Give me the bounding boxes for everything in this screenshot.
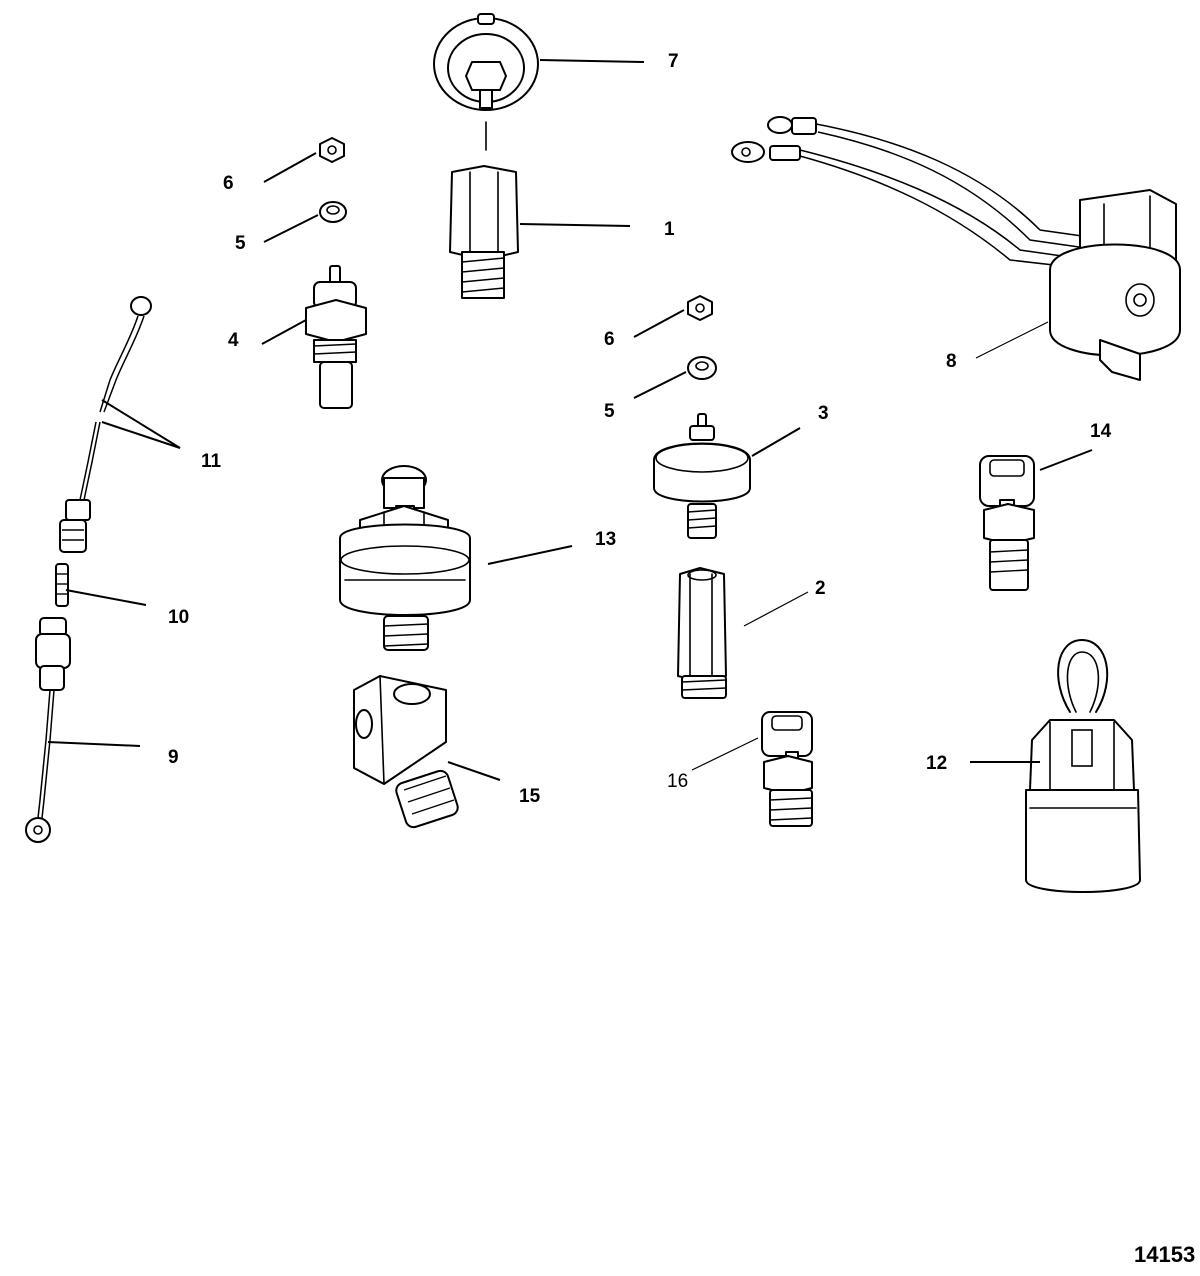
leader-13 xyxy=(487,545,573,565)
part-12-plug-connector xyxy=(1025,639,1141,893)
part-5-washer-upper xyxy=(319,201,347,223)
leader-5b xyxy=(633,371,687,399)
callout-16: 16 xyxy=(667,771,688,792)
leader-15 xyxy=(447,761,501,781)
part-6-nut-middle xyxy=(687,295,713,321)
callout-6-middle: 6 xyxy=(604,329,615,350)
callout-11: 11 xyxy=(201,451,222,472)
callout-2: 2 xyxy=(815,578,826,599)
part-8-sensor-harness xyxy=(731,116,1181,381)
callout-6-upper: 6 xyxy=(223,173,234,194)
part-14-connector xyxy=(979,455,1035,591)
part-6-nut-upper xyxy=(319,137,345,163)
leader-lines xyxy=(47,59,1093,781)
callout-14: 14 xyxy=(1090,421,1112,442)
leader-11 xyxy=(101,399,181,449)
part-16-connector xyxy=(761,711,813,827)
callout-10: 10 xyxy=(168,607,189,628)
callout-5-upper: 5 xyxy=(235,233,246,254)
leader-10 xyxy=(65,589,147,606)
callout-15: 15 xyxy=(519,786,541,807)
leader-8 xyxy=(975,321,1049,359)
part-9-wire xyxy=(25,617,71,843)
callout-12: 12 xyxy=(926,753,947,774)
part-15-elbow-fitting xyxy=(353,675,459,829)
part-3-sender xyxy=(653,413,751,539)
callout-4: 4 xyxy=(228,330,239,351)
part-4-temp-sender xyxy=(305,265,367,409)
part-5-washer-middle xyxy=(687,356,717,380)
part-11-ground-wire xyxy=(59,296,152,553)
leader-9 xyxy=(47,741,141,747)
leader-5a xyxy=(263,214,319,243)
leader-1 xyxy=(519,223,631,227)
part-10-terminal xyxy=(55,563,69,607)
part-2-adapter xyxy=(677,567,727,699)
callout-labels: 7 1 6 5 4 6 5 3 8 14 11 13 2 10 9 12 16 … xyxy=(168,51,1112,807)
leader-6a xyxy=(263,152,317,183)
part-13-oil-pressure-sender xyxy=(339,465,471,651)
part-1-fitting xyxy=(449,165,519,299)
callout-1: 1 xyxy=(664,219,675,240)
leader-7 xyxy=(539,59,645,63)
callout-7: 7 xyxy=(668,51,679,72)
callout-5-middle: 5 xyxy=(604,401,615,422)
leader-4 xyxy=(261,319,307,345)
leader-2 xyxy=(743,591,809,627)
callout-8: 8 xyxy=(946,351,957,372)
callout-9: 9 xyxy=(168,747,179,768)
callout-13: 13 xyxy=(595,529,616,550)
leader-6b xyxy=(633,309,685,338)
callout-3: 3 xyxy=(818,403,829,424)
part-7-sender xyxy=(433,13,539,151)
leader-3 xyxy=(751,427,801,457)
figure-number: 14153 xyxy=(1134,1242,1195,1267)
leader-14 xyxy=(1039,449,1093,471)
leader-16 xyxy=(691,737,759,771)
